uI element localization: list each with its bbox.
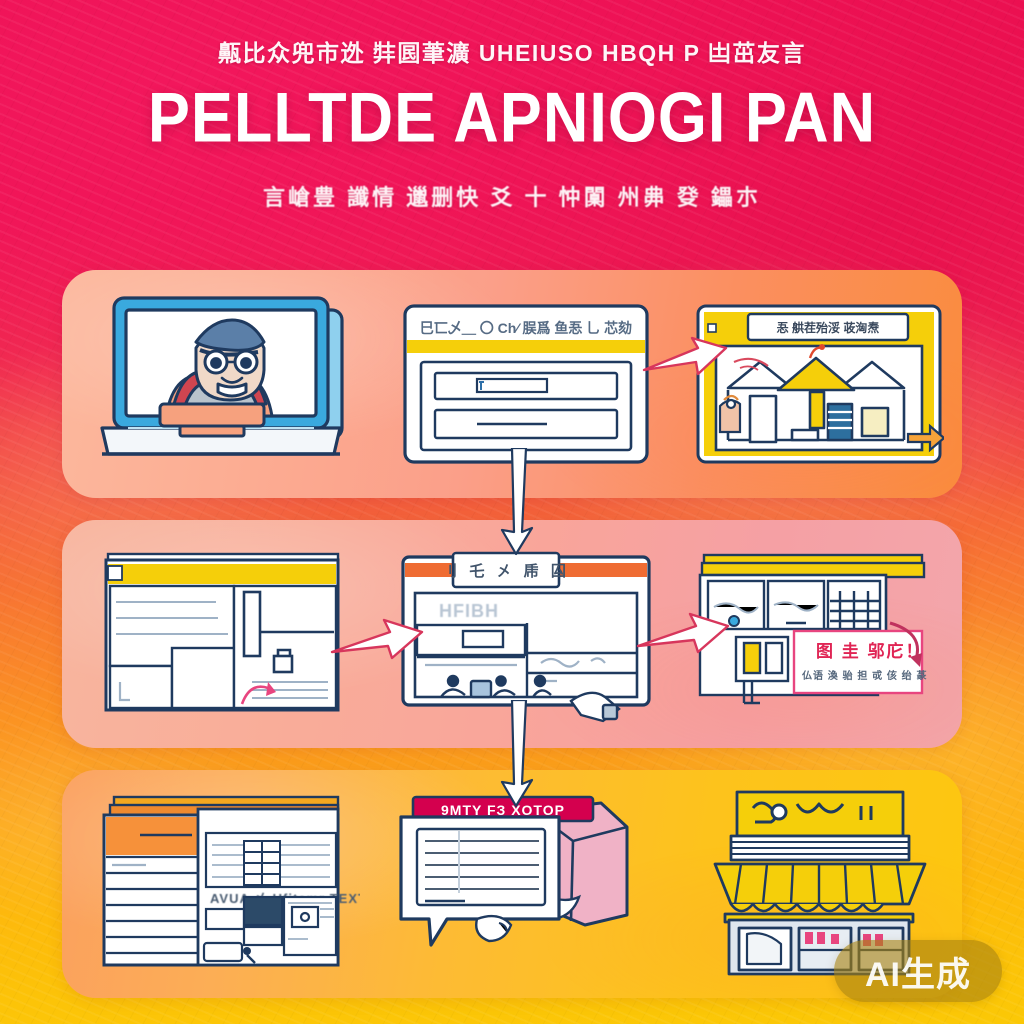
- shopper-figure: [718, 394, 742, 434]
- storefront-window-illustration[interactable]: 忢 舼茬殆浽 荍洶焘: [694, 300, 944, 468]
- callout-box: [792, 629, 924, 695]
- poster-eyebrow: 齀比众兜市迯 弉囻茟瀇 UHEIUSO HBQH P 凷茁友言: [218, 40, 806, 66]
- editor-heading-placeholder: HFIBH: [439, 601, 499, 621]
- window-accent-bar: [407, 340, 645, 353]
- data-table: [243, 840, 281, 886]
- storefront-window-title: 忢 舼茬殆浽 荍洶焘: [777, 320, 880, 335]
- poster-title: PELLTDE APNIOGI PAN: [147, 78, 877, 158]
- report-documents-illustration[interactable]: AVUA 㐅 Ufitemr TEXT: [92, 791, 360, 977]
- avatar-person: [158, 318, 274, 438]
- form-window-illustration[interactable]: 巳匸乄＿ 〇 Ch⁄ 脵爲 鱼忢 乚 芯劾: [401, 300, 651, 468]
- order-form-title: 9MTY FЗ XOTOP: [441, 802, 565, 818]
- order-form-illustration[interactable]: 9MTY FЗ XOTOP: [395, 791, 657, 977]
- arrow-row1-to-row2: [500, 448, 534, 556]
- editor-people-icons: [440, 674, 552, 699]
- panel-product-grid-window-with-callout[interactable]: 图 圭 邬庀！ 仏语 渙 骀 担 戓 侅 绐 蒃: [676, 520, 962, 748]
- arrow-panel5-to-panel6: [636, 612, 730, 654]
- callout-subtext: 仏语 渙 骀 担 戓 侅 绐 蒃: [802, 669, 927, 682]
- text-cursor-icon: [479, 381, 484, 390]
- toolbar-icons-label: 刂 乇 㐅 乕 囜: [442, 562, 570, 580]
- arrow-panel4-to-panel5: [330, 618, 424, 660]
- arrow-panel2-to-panel3: [642, 336, 728, 376]
- panel-editor-window-with-toolbar[interactable]: 刂 乇 㐅 乕 囜 HFIBH: [376, 520, 676, 748]
- callout-headline: 图 圭 邬庀！: [816, 641, 924, 661]
- corner-marker-icon: [118, 682, 130, 702]
- poster-header: 齀比众兜市迯 弉囻茟瀇 UHEIUSO HBQH P 凷茁友言 PELLTDE …: [0, 34, 1024, 212]
- panel-layered-report-documents[interactable]: AVUA 㐅 Ufitemr TEXT: [76, 770, 376, 998]
- form-window-title: 巳匸乄＿ 〇 Ch⁄ 脵爲 鱼忢 乚 芯劾: [420, 320, 632, 336]
- text-input-1[interactable]: [475, 377, 549, 394]
- poster-subtitle: 言嵢豊 讖情 邋删快 爻 十 忡闑 州丳 癹 鑘朩: [263, 185, 761, 210]
- hand-cursor-icon: [569, 691, 621, 723]
- dashboard-window-illustration[interactable]: [92, 544, 360, 724]
- ai-generated-watermark: AI生成: [834, 940, 1002, 1002]
- row-card-order-and-fulfill: AVUA 㐅 Ufitemr TEXT: [62, 770, 962, 998]
- panel-dashboard-layout-window[interactable]: [76, 520, 376, 748]
- window-title-bar: [108, 564, 336, 584]
- arrow-head-icon: [266, 682, 276, 696]
- product-grid-illustration[interactable]: 图 圭 邬庀！ 仏语 渙 骀 担 戓 侅 绐 蒃: [690, 545, 948, 723]
- arrow-row2-to-row3: [500, 700, 534, 808]
- panel-order-form-with-package[interactable]: 9MTY FЗ XOTOP: [376, 770, 676, 998]
- window-menu-icon[interactable]: [107, 565, 123, 581]
- arrow-right-icon: [906, 423, 944, 453]
- shop-signboard: [735, 790, 905, 838]
- laptop-illustration: [100, 296, 344, 456]
- panel-storefront-listing-window[interactable]: 忢 舼茬殆浽 荍洶焘: [676, 270, 962, 498]
- panel-laptop-video-consultation: [76, 270, 376, 498]
- window-dot-icon: [707, 323, 717, 333]
- editor-window-illustration[interactable]: 刂 乇 㐅 乕 囜 HFIBH: [395, 545, 657, 723]
- ribbon-shape: [475, 914, 513, 943]
- floating-toolbar[interactable]: [451, 551, 561, 589]
- sidebar-list: [106, 855, 198, 955]
